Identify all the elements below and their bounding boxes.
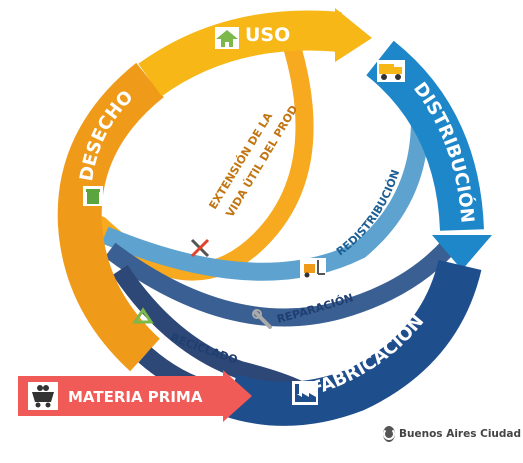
buenos-aires-logo-icon: [383, 426, 395, 442]
extension-loop-arc: [91, 31, 314, 281]
factory-icon: [292, 381, 318, 405]
redistribution-loop-arc: [101, 119, 429, 281]
desecho-arc: [57, 62, 165, 372]
uso-arrow-head: [335, 8, 372, 62]
distribucion-arrow-head: [432, 235, 492, 270]
materia-prima-arrow-head: [223, 370, 252, 422]
truck-icon: [377, 60, 405, 82]
tools-icon: [190, 238, 210, 258]
forklift-icon: [300, 258, 326, 278]
mine-cart-icon: [28, 382, 58, 410]
trash-bin-icon: [83, 186, 103, 206]
recycle-icon: [132, 307, 154, 324]
fabricacion-arc: [223, 259, 482, 426]
materia-prima-label: MATERIA PRIMA: [68, 388, 203, 406]
uso-label: USO: [245, 24, 290, 46]
repair-loop-arc: [104, 238, 457, 327]
brand-footer: Buenos Aires Ciudad: [383, 425, 522, 443]
brand-name: Buenos Aires Ciudad: [399, 428, 522, 440]
house-icon: [215, 27, 239, 49]
wrench-icon: [252, 309, 272, 329]
